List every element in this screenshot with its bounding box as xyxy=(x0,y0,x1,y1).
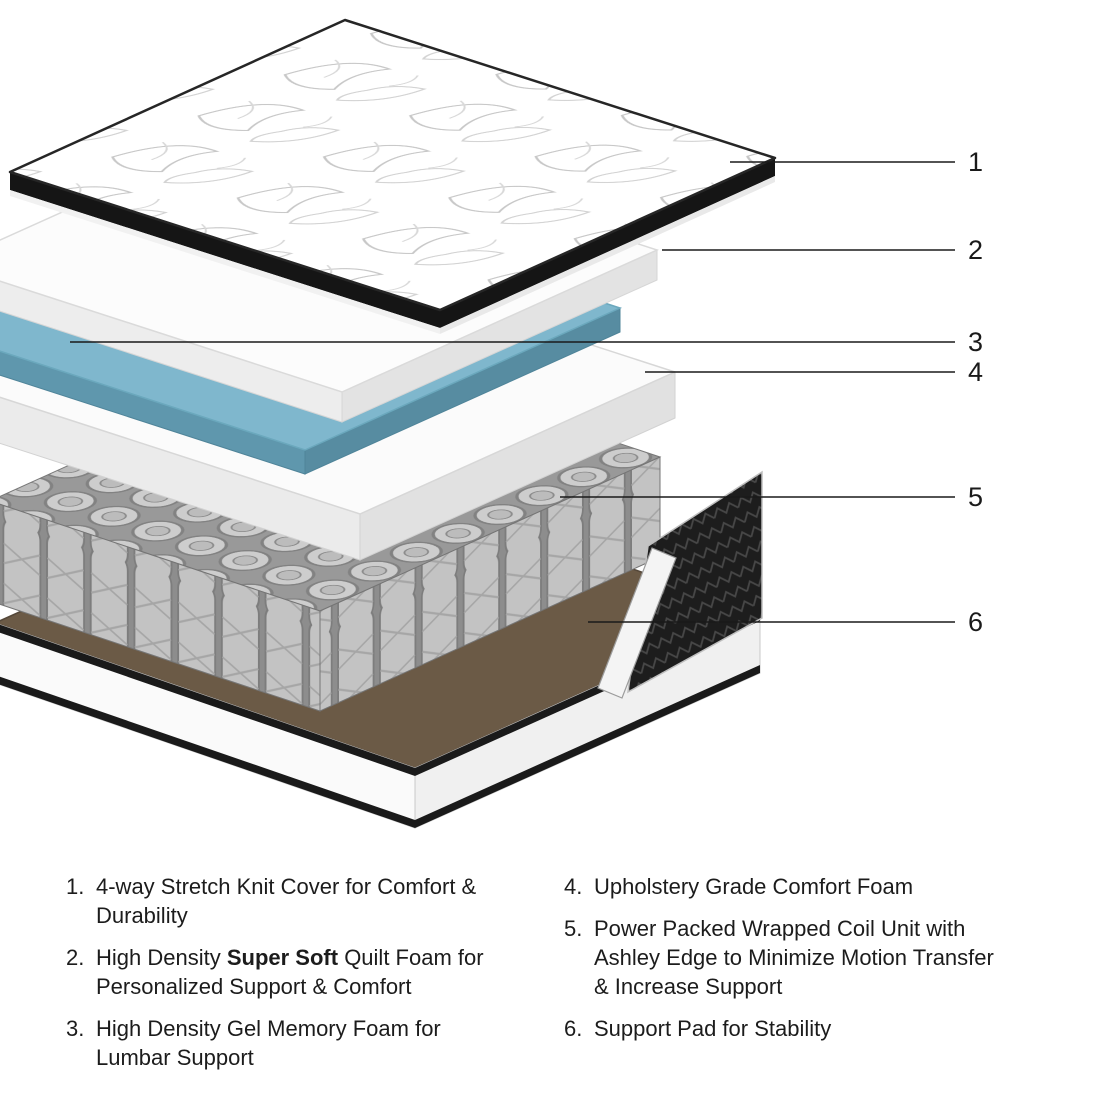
legend-item-text: 4-way Stretch Knit Cover for Comfort & D… xyxy=(96,872,502,930)
cover-top-face xyxy=(8,18,777,312)
legend-item-1: 1. 4-way Stretch Knit Cover for Comfort … xyxy=(66,872,502,930)
callout-number-6: 6 xyxy=(968,607,983,637)
legend-text-segment: High Density Gel Memory Foam for Lumbar … xyxy=(96,1016,441,1071)
base-piping-bottom-right xyxy=(415,665,760,828)
legend-item-number: 5. xyxy=(564,916,583,942)
legend-item-number: 4. xyxy=(564,874,583,899)
callout-number-3: 3 xyxy=(968,327,983,357)
callouts xyxy=(70,161,955,623)
cover-trim-right xyxy=(440,158,775,328)
legend-text-bold: Super Soft xyxy=(226,945,339,971)
legend: 1. 4-way Stretch Knit Cover for Comfort … xyxy=(66,872,996,1072)
callout-number-5: 5 xyxy=(968,482,983,512)
callout-number-4: 4 xyxy=(968,357,983,387)
legend-text-segment: 4-way Stretch Knit Cover for Comfort & D… xyxy=(96,874,477,929)
legend-item-text: Upholstery Grade Comfort Foam xyxy=(594,872,996,901)
legend-item-number: 6. xyxy=(564,1016,583,1042)
legend-text-segment: Support Pad for Stability xyxy=(594,1016,832,1042)
legend-text-segment: Quilt Foam for Personalized Support & Co… xyxy=(96,945,484,1000)
cover-underside-left xyxy=(10,190,440,334)
legend-item-number: 2. xyxy=(66,945,85,971)
callout-number-2: 2 xyxy=(968,235,983,265)
legend-item-4: 4. Upholstery Grade Comfort Foam xyxy=(564,872,996,901)
cover-trim-left xyxy=(10,172,440,328)
cover-underside-right xyxy=(440,176,775,334)
legend-item-3: 3. High Density Gel Memory Foam for Lumb… xyxy=(66,1014,502,1072)
legend-item-number: 1. xyxy=(66,874,85,899)
base-piping-top-left xyxy=(0,624,415,776)
legend-item-number: 3. xyxy=(66,1016,85,1042)
legend-text-segment: Power Packed Wrapped Coil Unit with Ashl… xyxy=(594,916,994,1000)
edge-foam-cut-band xyxy=(597,547,677,699)
callout-number-1: 1 xyxy=(968,147,983,177)
legend-item-text: Power Packed Wrapped Coil Unit with Ashl… xyxy=(594,914,996,1001)
legend-item-text: High Density Gel Memory Foam for Lumbar … xyxy=(96,1014,502,1072)
legend-column-right: 4. Upholstery Grade Comfort Foam 5. Powe… xyxy=(564,872,996,1072)
legend-item-6: 6. Support Pad for Stability xyxy=(564,1014,996,1043)
legend-item-5: 5. Power Packed Wrapped Coil Unit with A… xyxy=(564,914,996,1001)
base-piping-bottom-left xyxy=(0,676,415,828)
mattress-illustration: 1 2 3 4 5 6 xyxy=(0,18,983,829)
legend-text-segment: Upholstery Grade Comfort Foam xyxy=(594,874,914,899)
legend-item-2: 2. High Density Super Soft Quilt Foam fo… xyxy=(66,943,502,1001)
legend-text-segment: High Density xyxy=(96,945,227,971)
callout-numbers: 1 2 3 4 5 6 xyxy=(968,147,983,637)
stretch-knit-cover-layer xyxy=(8,18,777,334)
legend-item-text: Support Pad for Stability xyxy=(594,1014,996,1043)
legend-column-left: 1. 4-way Stretch Knit Cover for Comfort … xyxy=(66,872,502,1072)
legend-item-text: High Density Super Soft Quilt Foam for P… xyxy=(96,943,502,1001)
